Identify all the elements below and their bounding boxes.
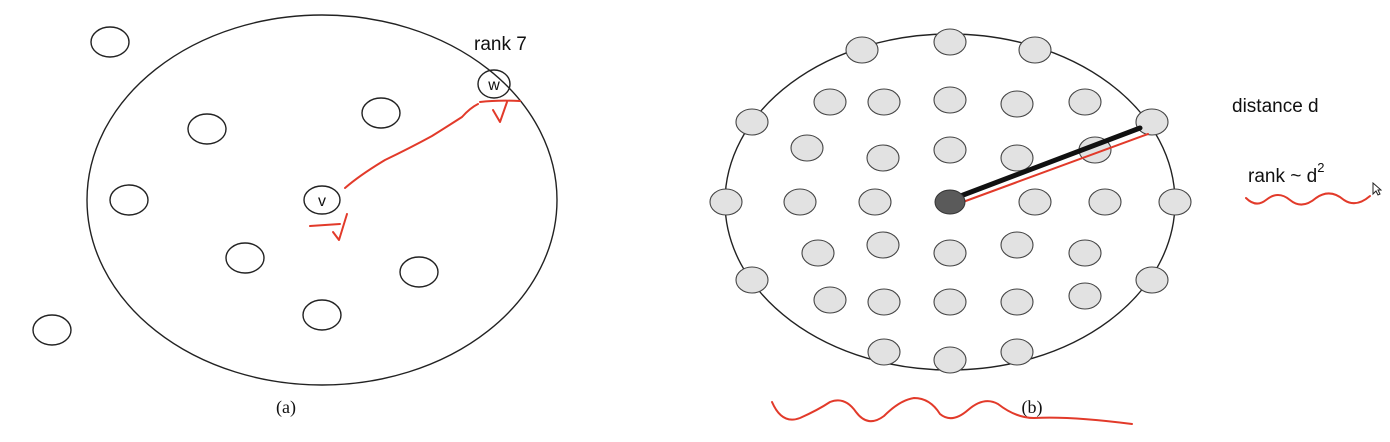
panel-b-node xyxy=(1135,108,1169,136)
panel-a-node xyxy=(361,97,401,129)
panel-a xyxy=(32,14,558,386)
panel-b-node xyxy=(866,144,900,172)
rank-formula-exponent: 2 xyxy=(1317,160,1324,175)
panel-b-node xyxy=(735,108,769,136)
rank-formula-base: rank ~ d xyxy=(1248,166,1317,187)
panel-b-node xyxy=(813,286,847,314)
panel-b-node xyxy=(709,188,743,216)
panel-a-annotations xyxy=(309,99,521,241)
red-squiggle-under-formula xyxy=(1245,192,1371,206)
panel-b-node xyxy=(866,231,900,259)
node-w-label: w xyxy=(487,77,500,94)
panel-b-node xyxy=(1018,188,1052,216)
panel-a-caption: (a) xyxy=(276,397,296,418)
panel-b-node xyxy=(933,346,967,374)
node-v xyxy=(303,185,341,215)
red-check-w xyxy=(492,101,508,123)
panel-b-node xyxy=(933,288,967,316)
panel-b-node xyxy=(790,134,824,162)
red-line-v-to-w xyxy=(344,103,479,189)
panel-a-node xyxy=(399,256,439,288)
panel-a-node xyxy=(187,113,227,145)
panel-a-node xyxy=(90,26,130,58)
panel-b-node xyxy=(933,136,967,164)
panel-b-node xyxy=(933,28,967,56)
node-w xyxy=(477,69,511,99)
rank-formula: rank ~ d2 xyxy=(1248,160,1324,187)
panel-b-node xyxy=(1135,266,1169,294)
panel-b-node xyxy=(1000,338,1034,366)
panel-b-node xyxy=(867,338,901,366)
red-underline-v xyxy=(309,223,341,227)
panel-a-big-circle xyxy=(86,14,558,386)
panel-b-node xyxy=(813,88,847,116)
panel-b-node xyxy=(1000,288,1034,316)
rank-7-label: rank 7 xyxy=(474,34,527,55)
panel-a-node xyxy=(32,314,72,346)
panel-b-node xyxy=(1068,239,1102,267)
panel-b-node xyxy=(867,88,901,116)
panel-b-node xyxy=(933,239,967,267)
panel-b-node xyxy=(1000,90,1034,118)
red-check-v xyxy=(332,213,348,241)
panel-b-node xyxy=(1000,231,1034,259)
panel-b-annotations xyxy=(771,192,1371,425)
panel-a-node xyxy=(109,184,149,216)
center-node xyxy=(934,189,966,215)
panel-b-node xyxy=(783,188,817,216)
distance-d-label: distance d xyxy=(1232,96,1319,117)
red-underline-w xyxy=(479,99,521,103)
panel-b-node xyxy=(845,36,879,64)
red-distance-overlay xyxy=(951,133,1149,207)
panel-b-node xyxy=(1068,282,1102,310)
panel-b-node xyxy=(735,266,769,294)
panel-b-node xyxy=(1158,188,1192,216)
panel-b-node xyxy=(858,188,892,216)
panel-b-nodes xyxy=(709,28,1192,374)
panel-b-node xyxy=(1000,144,1034,172)
mouse-cursor-icon xyxy=(1372,182,1382,196)
red-squiggle-under-caption xyxy=(771,396,1133,425)
panel-a-node xyxy=(225,242,265,274)
panel-b-node xyxy=(1018,36,1052,64)
panel-b-node xyxy=(801,239,835,267)
panel-a-node xyxy=(302,299,342,331)
panel-b-node xyxy=(933,86,967,114)
node-v-label: v xyxy=(318,193,326,210)
panel-b-caption: (b) xyxy=(1022,397,1043,418)
distance-line xyxy=(947,125,1143,203)
panel-b-node xyxy=(867,288,901,316)
panel-b-node xyxy=(1068,88,1102,116)
panel-b-node xyxy=(1088,188,1122,216)
